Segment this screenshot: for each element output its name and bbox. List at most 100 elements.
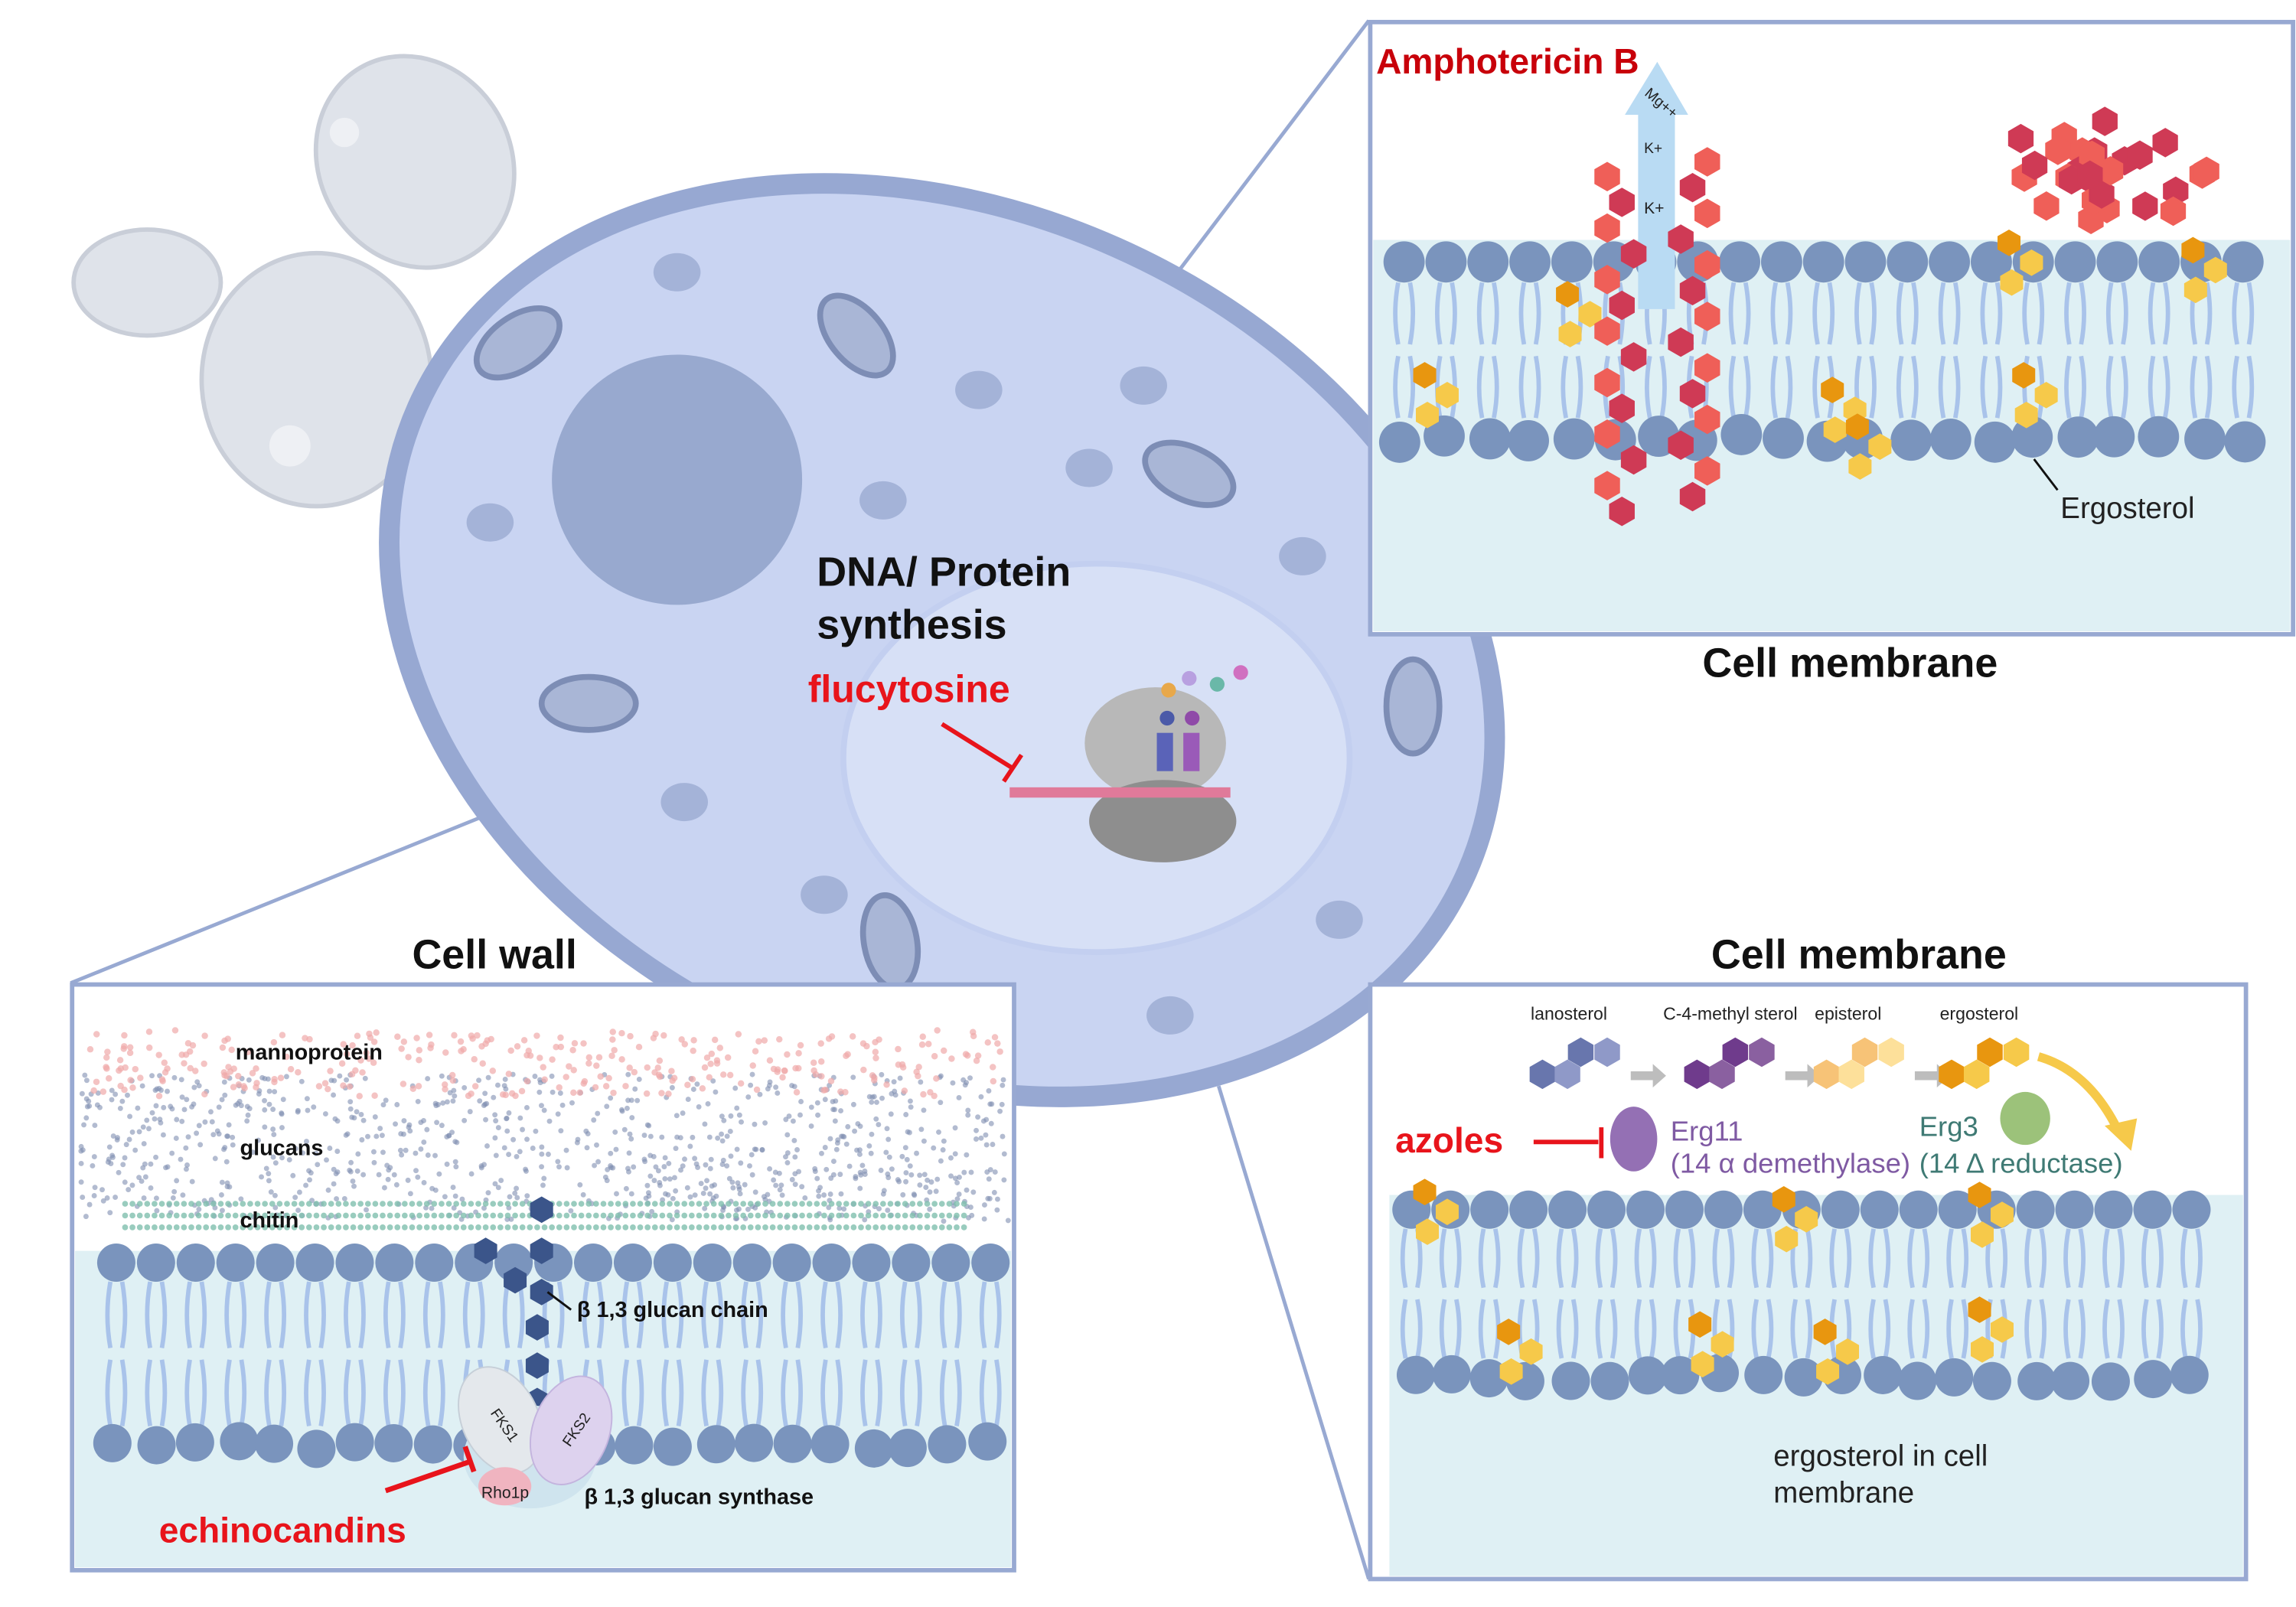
chitin-bead [357,1224,364,1231]
glucan-bead [136,1129,142,1135]
glucan-bead [645,1190,651,1196]
mannoprotein-bead [919,1033,926,1040]
glucan-bead [393,1121,398,1127]
chitin-bead [703,1201,709,1207]
chitin-bead [571,1212,577,1219]
glucan-bead [139,1178,145,1185]
glucan-bead [539,1103,544,1109]
lipid-head [415,1244,454,1282]
chitin-bead [806,1201,813,1207]
glucan-bead [476,1077,482,1084]
mannoprotein-bead [90,1087,97,1094]
lipid-tail [716,1359,724,1426]
lipid-head [574,1244,612,1282]
lipid-tail [835,1281,843,1349]
glucan-bead [219,1097,225,1103]
glucan-bead [384,1162,390,1169]
chitin-bead [895,1212,901,1219]
glucan-bead [398,1131,404,1137]
glucan-bead [687,1143,693,1149]
glucan-bead [604,1103,610,1110]
glucan-bead [981,1202,987,1208]
lipid-tail [1407,282,1416,345]
glucan-bead [362,1075,368,1081]
glucan-bead [331,1166,337,1172]
glucan-bead [700,1191,706,1196]
lipid-tail [1476,282,1485,345]
chitin-bead [490,1224,497,1231]
cell-wall-caption: Cell wall [412,931,576,977]
footer-line-2: membrane [1773,1476,1914,1509]
lipid-tail [1938,355,1946,419]
glucan-bead [625,1071,631,1077]
mannoprotein-bead [597,1073,604,1080]
lipid-tail [701,1281,709,1349]
glucan-bead [903,1112,909,1117]
lipid-tail [1609,1299,1618,1359]
chitin-bead [129,1224,135,1231]
glucan-bead [477,1098,483,1104]
glucan-bead [109,1087,115,1094]
chitin-bead [129,1201,135,1207]
chitin-bead [593,1212,599,1219]
ergosterol-molecule [1823,416,1847,443]
ergosterol-molecule [1711,1331,1734,1358]
glucan-bead [869,1131,875,1137]
lipid-tail [119,1281,128,1349]
vesicle [1120,366,1167,405]
glucan-bead [383,1097,389,1103]
lipid-tail [184,1281,192,1349]
lipid-tail [1645,355,1652,419]
lipid-tail [676,1359,684,1426]
lipid-head [971,1244,1010,1282]
chitin-bead [954,1212,960,1219]
glucan-bead [783,1154,788,1160]
chitin-bead [490,1212,497,1219]
chitin-bead [651,1212,658,1219]
chitin-bead [917,1212,923,1219]
lipid-tail [1454,1228,1462,1289]
chitin-bead [960,1224,967,1231]
chitin-bead [181,1224,188,1231]
glucan-bead [331,1092,337,1098]
lipid-head [696,1425,735,1464]
chitin-bead [225,1212,231,1219]
mannoprotein-bead [471,1055,478,1063]
glucan-bead [674,1134,680,1140]
glucan-bead [730,1185,736,1191]
glucan-bead [719,1138,726,1144]
lipid-head [2170,1355,2209,1394]
chitin-bead [158,1224,165,1231]
lipid-tail [2078,1228,2086,1289]
chitin-bead [954,1201,960,1207]
glucan-bead [179,1118,185,1124]
ergosterol-molecule [2012,362,2036,389]
erg11-protein [1609,1107,1658,1172]
glucan-bead [141,1195,147,1201]
lipid-tail [318,1359,326,1426]
cell-wall-fibers [78,1027,1011,1231]
glucan-bead [911,1191,917,1198]
mannoprotein-bead [540,1064,546,1071]
lipid-tail [1829,1228,1837,1289]
chitin-bead [644,1201,651,1207]
lipid-tail [1770,355,1779,419]
ergosterol-molecule [1971,1221,1994,1248]
lipid-head [216,1244,255,1282]
glucan-bead [735,1180,741,1186]
ergosterol-molecule [1968,1182,1991,1208]
glucan-bead [171,1074,178,1081]
lipid-tail [1439,1299,1447,1359]
mannoprotein-bead [235,1072,242,1080]
glucan-bead [897,1075,903,1081]
amphotericin-ring [2152,128,2178,158]
glucan-bead [752,1121,758,1127]
lipid-head [2184,418,2226,460]
lipid-head [852,1244,891,1282]
amphotericin-ring [1620,342,1647,372]
glucan-bead [923,1185,929,1191]
chitin-bead [158,1201,165,1207]
chitin-bead [850,1224,857,1231]
ergosterol-molecule [1990,1316,2014,1343]
